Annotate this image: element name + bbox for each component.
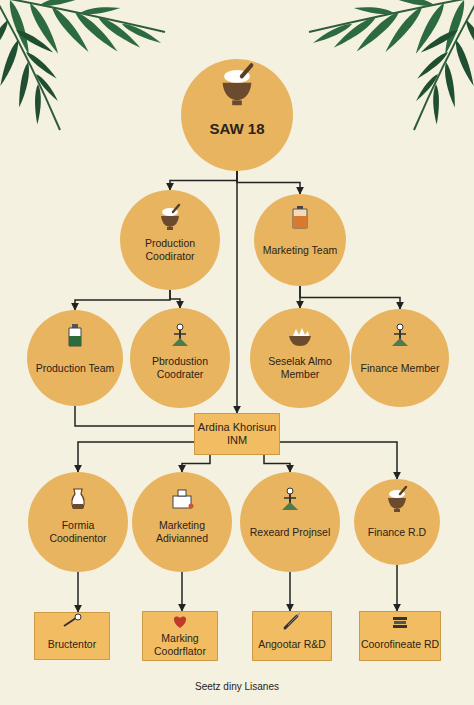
- circle-icons: [69, 65, 408, 512]
- connector: [77, 572, 79, 612]
- role-circle: Marketing Team: [254, 194, 346, 286]
- role-label: SAW 18: [209, 120, 264, 138]
- role-label: Ardina Khorisun INM: [195, 421, 279, 447]
- role-circle: Pbrodustion Coodrater: [130, 308, 230, 408]
- role-label: Marketing Adivianned: [141, 519, 223, 544]
- text-body: Seselak Almo Member: [259, 355, 341, 380]
- circle-outline: [181, 59, 293, 171]
- circle-outline: [354, 479, 440, 565]
- connector: [264, 455, 290, 472]
- connector: [182, 455, 210, 472]
- circle-fill: [240, 472, 340, 572]
- role-box: Bructentor: [34, 612, 110, 660]
- circle-fill: [181, 59, 293, 171]
- circle-fill: [130, 308, 230, 408]
- role-circle: Production Coodirator: [120, 190, 220, 290]
- text-body: Coorofineate RD: [360, 638, 440, 651]
- circle-fill: [351, 309, 449, 407]
- connector: [75, 406, 194, 426]
- text-body: Formia Coodinentor: [37, 519, 119, 544]
- role-label: Pbrodustion Coodrater: [139, 355, 221, 380]
- circle-fill: [28, 472, 128, 572]
- role-label: Bructentor: [48, 638, 96, 651]
- role-circle: Rexeard Projnsel: [240, 472, 340, 572]
- role-label: Coorofineate RD: [361, 638, 439, 651]
- role-label: Production Coodirator: [129, 237, 211, 262]
- palm-frond-right: [309, 0, 474, 130]
- role-label: Marketing Team: [263, 244, 338, 257]
- text-body: SAW 18: [191, 120, 283, 138]
- role-box: Ardina Khorisun INM: [194, 413, 280, 455]
- text-body: Marketing Team: [262, 244, 337, 257]
- role-label: Marking Coodrflator: [143, 632, 217, 657]
- connector: [78, 442, 194, 472]
- text-body: Finance Member: [360, 362, 440, 375]
- circle-fill: [120, 190, 220, 290]
- text-body: Marking Coodrflator: [143, 632, 217, 657]
- circle-fill: [254, 194, 346, 286]
- text-body: Bructentor: [35, 638, 109, 651]
- circle-fill: [250, 308, 350, 408]
- role-label: Seselak Almo Member: [259, 355, 341, 380]
- role-box: Coorofineate RD: [359, 611, 441, 661]
- text-body: Ardina Khorisun INM: [195, 421, 279, 447]
- role-label: Rexeard Projnsel: [250, 526, 331, 539]
- connector: [289, 572, 291, 611]
- text-body: Marketing Adivianned: [141, 519, 223, 544]
- connector: [170, 290, 180, 308]
- role-box: Marking Coodrflator: [142, 611, 218, 661]
- text-body: Angootar R&D: [253, 638, 331, 651]
- connector: [170, 171, 237, 190]
- role-circle: Finance Member: [351, 309, 449, 407]
- role-box: Angootar R&D: [252, 611, 332, 661]
- circle-outline: [351, 309, 449, 407]
- circle-outline: [254, 194, 346, 286]
- role-label: Finance R.D: [368, 526, 426, 539]
- circle-fill: [132, 472, 232, 572]
- role-circle: Marketing Adivianned: [132, 472, 232, 572]
- circle-outline: [240, 472, 340, 572]
- connector: [181, 572, 183, 611]
- role-circle: Formia Coodinentor: [28, 472, 128, 572]
- connector: [237, 171, 300, 194]
- text-body: Production Team: [36, 362, 115, 375]
- caption: Seetz diny Lisanes: [0, 681, 474, 693]
- text-body: Pbrodustion Coodrater: [139, 355, 221, 380]
- connector: [396, 565, 398, 611]
- connector: [300, 286, 400, 309]
- text-body: Finance R.D: [362, 526, 433, 539]
- circle-outline: [27, 310, 123, 406]
- caption-text: Seetz diny Lisanes: [195, 681, 279, 693]
- role-circle: Production Team: [27, 310, 123, 406]
- circle-fill: [354, 479, 440, 565]
- role-label: Formia Coodinentor: [37, 519, 119, 544]
- role-label: Finance Member: [361, 362, 440, 375]
- text-body: Production Coodirator: [129, 237, 211, 262]
- text-body: Rexeard Projnsel: [249, 526, 331, 539]
- connector: [75, 290, 170, 310]
- box-icons: [64, 613, 407, 628]
- role-circle: Seselak Almo Member: [250, 308, 350, 408]
- role-circle: SAW 18: [181, 59, 293, 171]
- role-label: Angootar R&D: [258, 638, 326, 651]
- circle-fill: [27, 310, 123, 406]
- role-label: Production Team: [36, 362, 115, 375]
- role-circle: Finance R.D: [354, 479, 440, 565]
- connector: [236, 171, 238, 413]
- palm-frond-left: [0, 0, 165, 130]
